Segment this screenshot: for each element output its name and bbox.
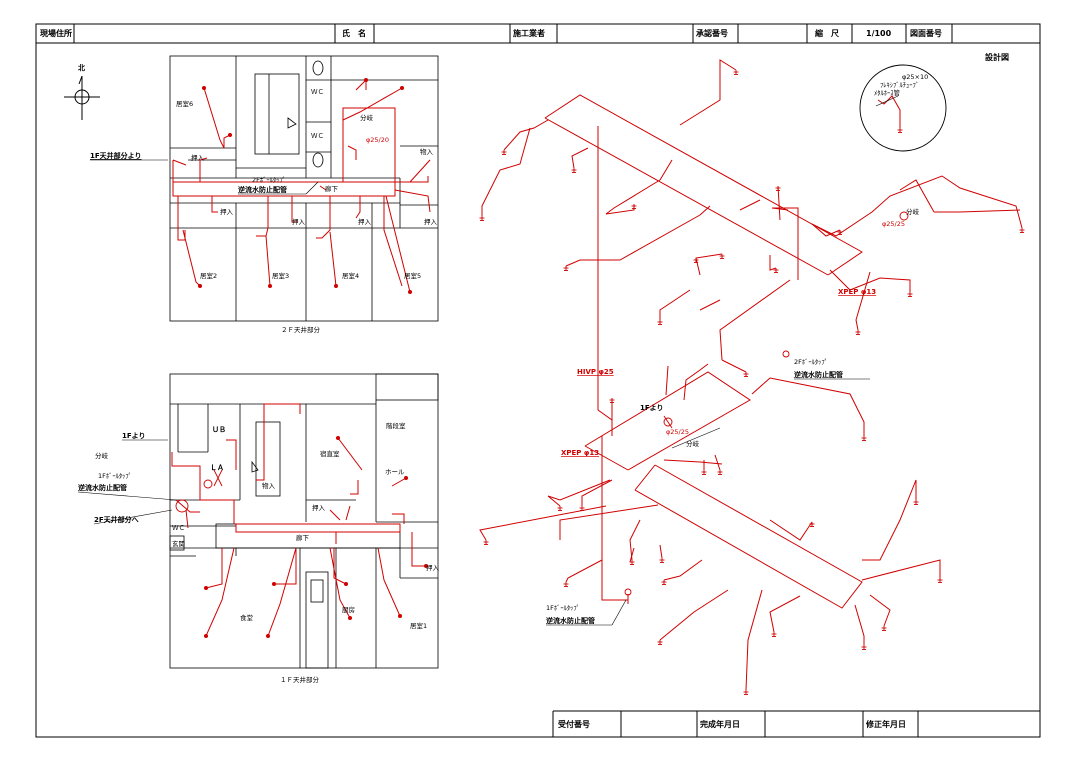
iso-ball-tap-1f: 1Fﾎﾞｰﾙﾀｯﾌﾟ [546, 604, 580, 612]
floor1-from-1f-label: 1Fより [122, 431, 146, 440]
floor2-wc-label: ＷＣ [311, 132, 324, 140]
floor2-room6-label: 居室6 [176, 99, 193, 108]
isometric-main-pipes [544, 94, 863, 609]
revision-date-label: 修正年月日 [865, 719, 906, 729]
floor1-ub-label: ＵＢ [212, 425, 226, 434]
floor1-closet-label: 押入 [426, 563, 440, 572]
floor1-valve-label: 分岐 [95, 451, 109, 460]
floor1-stair-icon [251, 460, 259, 473]
floor1-plan-walls [169, 373, 439, 669]
floor2-toilets [287, 60, 324, 168]
floor2-room5-label: 居室5 [404, 271, 421, 280]
floor2-fixtures [198, 78, 412, 294]
floor1-fixtures [204, 436, 428, 638]
floor2-valve-label: 分岐 [360, 113, 374, 122]
floor2-backflow-label: 逆流水防止配管 [238, 185, 287, 194]
drawing-number-label: 図面番号 [910, 28, 942, 38]
design-drawing-label: 設計図 [985, 52, 1009, 62]
iso-reducer-top: φ25/25 [882, 220, 905, 228]
floor1-closet-label: 押入 [312, 503, 326, 512]
floor1-wc-label: ＷＣ [172, 524, 185, 532]
iso-valve-label-mid: 分岐 [686, 439, 700, 448]
floor1-staircase-label: 階段室 [386, 421, 406, 430]
floor1-valve-icon [175, 469, 223, 513]
floor1-staff-room-label: 宿直室 [320, 449, 340, 458]
title-block [35, 23, 1041, 738]
floor2-closet-label: 押入 [191, 153, 205, 162]
floor1-hall-label: ホール [385, 468, 405, 476]
spec-note-1: φ25×10 [902, 73, 928, 81]
iso-ball-tap-2f: 2Fﾎﾞｰﾙﾀｯﾌﾟ [794, 358, 828, 366]
xpep-13b-label: XPEP φ13 [561, 449, 599, 457]
floor2-room4-label: 居室4 [342, 271, 359, 280]
iso-backflow-2f: 逆流水防止配管 [794, 370, 843, 379]
floor1-ball-tap-label: 1Fﾎﾞｰﾙﾀｯﾌﾟ [98, 472, 132, 480]
floor1-corridor-label: 廊下 [296, 533, 310, 542]
floor2-from-1f-ceiling-label: 1F天井部分より [90, 151, 142, 160]
isometric-valve-icon [624, 211, 909, 596]
detail-callout-circle [859, 64, 947, 152]
completion-date-label: 完成年月日 [700, 719, 740, 729]
floor1-room1-label: 居室1 [410, 621, 427, 630]
floor2-room2-label: 居室2 [200, 271, 217, 280]
floor2-reducer-label: φ25/20 [366, 136, 389, 144]
floor2-closet-label: 押入 [358, 217, 372, 226]
floor1-kitchen-label: 厨房 [342, 605, 355, 614]
floor1-la-label: ＬＡ [210, 463, 224, 472]
contractor-label: 施工業者 [513, 28, 545, 38]
iso-valve-label-top: 分岐 [906, 207, 920, 216]
spec-note-2: ﾌﾚｷｼﾌﾞﾙﾁｭｰﾌﾞ [880, 81, 919, 89]
floor2-plan-walls [169, 55, 439, 322]
floor2-storage-label: 物入 [420, 147, 434, 156]
iso-from-1f-label: 1Fより [640, 403, 664, 412]
floor2-corridor-label: 廊下 [325, 184, 339, 193]
floor2-closet-label: 押入 [292, 217, 306, 226]
floor1-caption: １Ｆ天井部分 [280, 675, 320, 684]
floor1-pipes [171, 403, 426, 637]
north-label: 北 [78, 63, 85, 72]
approval-number-label: 承認番号 [696, 28, 728, 38]
floor1-to-2f-ceiling-label: 2F天井部分へ [94, 515, 139, 524]
floor2-wc-label: ＷＣ [311, 88, 324, 96]
floor2-closet-label: 押入 [220, 207, 234, 216]
floor2-caption: ２Ｆ天井部分 [281, 325, 321, 334]
floor2-pipes [172, 78, 431, 293]
scale-value: 1/100 [866, 29, 892, 38]
isometric-branch-pipes [479, 59, 1023, 691]
north-arrow-icon [64, 75, 100, 120]
floor1-backflow-label: 逆流水防止配管 [78, 483, 127, 492]
floor2-room3-label: 居室3 [272, 271, 289, 280]
floor1-storage-label: 物入 [262, 481, 276, 490]
scale-label: 縮 尺 [815, 28, 839, 38]
site-address-label: 現場住所 [40, 28, 72, 38]
isometric-sprinkler-heads [479, 69, 1025, 695]
hivp-25-label: HIVP φ25 [577, 368, 614, 376]
owner-label: 氏 名 [342, 28, 366, 38]
floor1-dining-label: 食堂 [240, 613, 254, 622]
iso-reducer-mid: φ25/25 [666, 428, 689, 436]
floor1-entrance-label: 玄関 [172, 539, 185, 548]
receipt-number-label: 受付番号 [558, 719, 590, 729]
xpep-13-label: XPEP φ13 [838, 288, 876, 296]
spec-note-3: ﾒﾀﾙﾎｰｽ管 [874, 88, 901, 97]
floor2-ball-tap-label: 2Fﾎﾞｰﾙﾀｯﾌﾟ [252, 176, 286, 184]
footer-block [552, 710, 1040, 737]
iso-backflow-1f: 逆流水防止配管 [546, 616, 595, 625]
floor2-closet-label: 押入 [424, 217, 438, 226]
